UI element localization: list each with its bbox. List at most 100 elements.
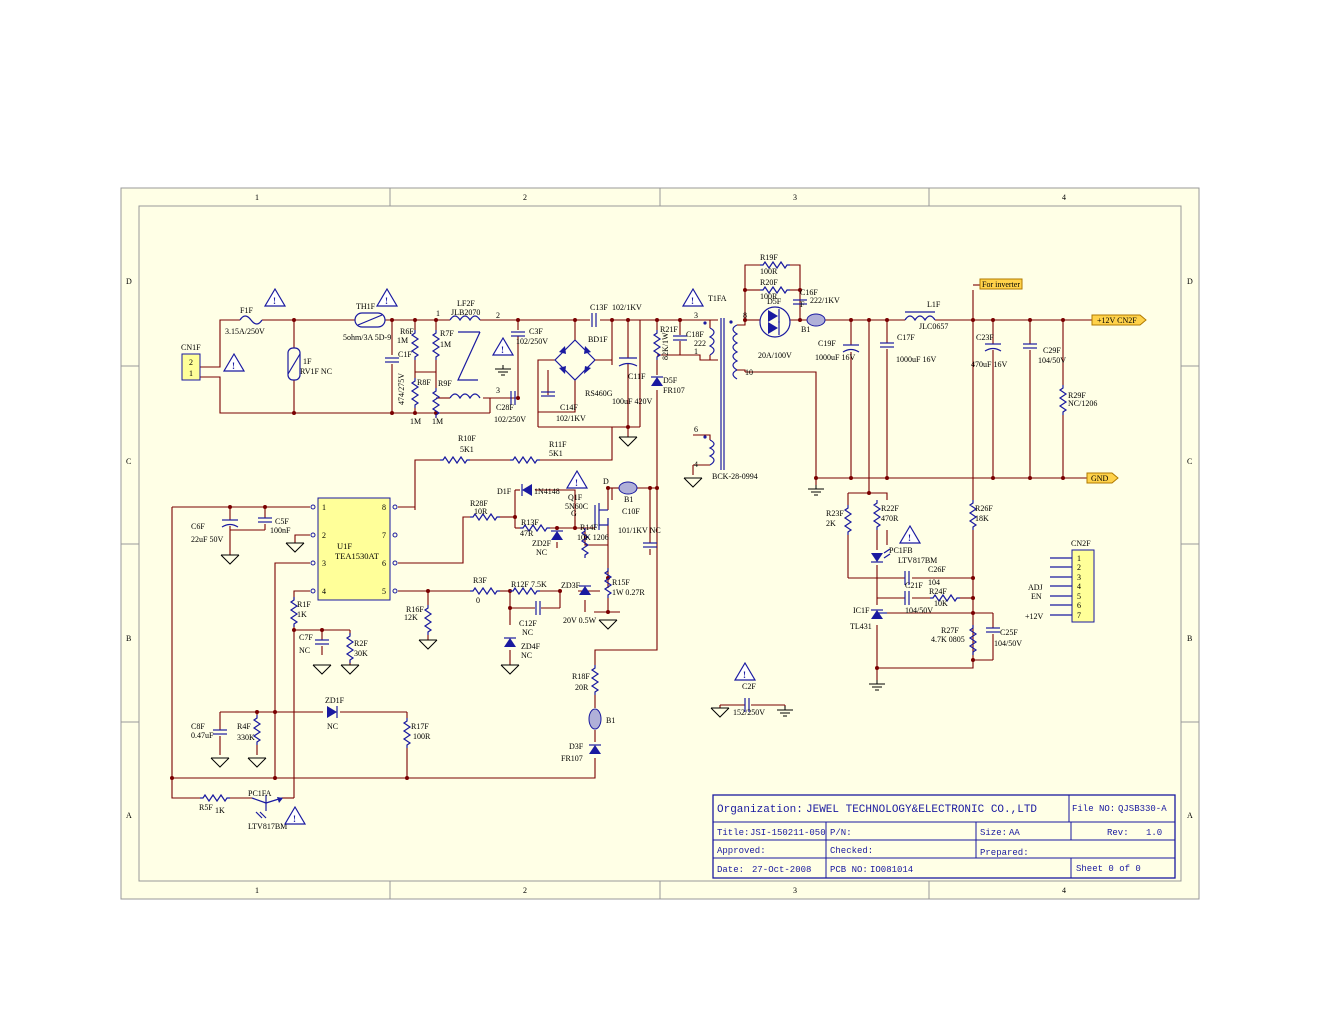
svg-text:7: 7 — [382, 531, 386, 540]
svg-text:C10F: C10F — [622, 507, 640, 516]
svg-text:R4F: R4F — [237, 722, 251, 731]
svg-text:C21F: C21F — [905, 581, 923, 590]
svg-text:NC: NC — [521, 651, 532, 660]
title-value: JSI-150211-050 — [750, 828, 826, 838]
svg-text:R23F: R23F — [826, 509, 844, 518]
svg-text:100uF 420V: 100uF 420V — [612, 397, 652, 406]
svg-text:1: 1 — [189, 369, 193, 378]
svg-text:For inverter: For inverter — [982, 280, 1020, 289]
b1-primary-bead: B1 — [618, 481, 638, 504]
svg-text:1M: 1M — [440, 340, 451, 349]
svg-text:1M: 1M — [410, 417, 421, 426]
svg-text:12K: 12K — [404, 613, 418, 622]
svg-text:D5F: D5F — [663, 376, 678, 385]
approved-label: Approved: — [717, 846, 766, 856]
frame-row-b-left: B — [126, 634, 131, 643]
svg-text:CN2F: CN2F — [1071, 539, 1091, 548]
svg-text:20R: 20R — [575, 683, 589, 692]
svg-text:2: 2 — [189, 358, 193, 367]
u1f-controller-ic: 1 2 3 4 8 7 6 5 U1F TEA1530AT — [310, 497, 398, 601]
svg-text:PC1FB: PC1FB — [889, 546, 913, 555]
svg-text:D: D — [603, 477, 609, 486]
svg-text:TL431: TL431 — [850, 622, 872, 631]
th1f-thermistor: TH1F 5ohm/3A 5D-9 — [343, 302, 391, 342]
svg-text:C18F: C18F — [686, 330, 704, 339]
svg-text:8: 8 — [382, 503, 386, 512]
wires — [171, 264, 1092, 799]
svg-text:100R: 100R — [760, 292, 778, 301]
svg-text:5K1: 5K1 — [460, 445, 474, 454]
svg-text:R28F: R28F — [470, 499, 488, 508]
c11f-capacitor: C11F 100uF 420V — [612, 357, 652, 406]
svg-text:B1: B1 — [624, 495, 633, 504]
frame-col-4-bottom: 4 — [1062, 886, 1066, 895]
svg-text:5: 5 — [1077, 592, 1081, 601]
svg-text:R18F: R18F — [572, 672, 590, 681]
svg-text:C19F: C19F — [818, 339, 836, 348]
frame-col-2-top: 2 — [523, 193, 527, 202]
svg-text:47R: 47R — [520, 529, 534, 538]
svg-text:101/1KV NC: 101/1KV NC — [618, 526, 661, 535]
svg-text:C23F: C23F — [976, 333, 994, 342]
svg-text:222/1KV: 222/1KV — [810, 296, 840, 305]
svg-text:C16F: C16F — [800, 288, 818, 297]
frame-row-a-left: A — [126, 811, 132, 820]
svg-text:R19F: R19F — [760, 253, 778, 262]
frame-col-3-bottom: 3 — [793, 886, 797, 895]
svg-text:1N4148: 1N4148 — [534, 487, 560, 496]
svg-text:1: 1 — [1077, 554, 1081, 563]
svg-text:R21F: R21F — [660, 325, 678, 334]
svg-text:R16F: R16F — [406, 605, 424, 614]
pn-label: P/N: — [830, 828, 852, 838]
drawing-frame: 1 2 3 4 1 2 3 4 D C B A D C B A — [120, 187, 1200, 900]
c25f-capacitor: C25F 104/50V — [985, 627, 1022, 648]
svg-text:104/50V: 104/50V — [994, 639, 1022, 648]
svg-text:ZD4F: ZD4F — [521, 642, 541, 651]
svg-text:3.15A/250V: 3.15A/250V — [225, 327, 265, 336]
organization-value: JEWEL TECHNOLOGY&ELECTRONIC CO.,LTD — [806, 804, 1037, 816]
net-label-gnd: GND — [1086, 472, 1119, 484]
svg-text:C26F: C26F — [928, 565, 946, 574]
svg-text:1K: 1K — [297, 610, 307, 619]
svg-text:470R: 470R — [881, 514, 899, 523]
svg-text:C14F: C14F — [560, 403, 578, 412]
svg-text:GND: GND — [1091, 474, 1109, 483]
svg-text:102/1KV: 102/1KV — [612, 303, 642, 312]
svg-text:TEA1530AT: TEA1530AT — [335, 551, 380, 561]
svg-text:R7F: R7F — [440, 329, 454, 338]
svg-text:R8F: R8F — [417, 378, 431, 387]
svg-text:R15F: R15F — [612, 578, 630, 587]
svg-text:C17F: C17F — [897, 333, 915, 342]
svg-text:102/250V: 102/250V — [516, 337, 548, 346]
prepared-label: Prepared: — [980, 848, 1029, 858]
frame-row-d-right: D — [1187, 277, 1193, 286]
date-value: 27-Oct-2008 — [752, 865, 811, 875]
svg-text:C25F: C25F — [1000, 628, 1018, 637]
rev-value: 1.0 — [1146, 828, 1162, 838]
svg-text:R13F: R13F — [521, 518, 539, 527]
svg-text:TH1F: TH1F — [356, 302, 376, 311]
svg-text:104/50V: 104/50V — [1038, 356, 1066, 365]
svg-text:20A/100V: 20A/100V — [758, 351, 792, 360]
svg-text:ADJ: ADJ — [1028, 583, 1043, 592]
svg-text:IC1F: IC1F — [853, 606, 870, 615]
cn1f-connector: CN1F 2 1 — [181, 343, 201, 381]
svg-text:4: 4 — [694, 460, 698, 469]
svg-text:NC: NC — [536, 548, 547, 557]
pcb-no-value: IO081014 — [870, 865, 913, 875]
